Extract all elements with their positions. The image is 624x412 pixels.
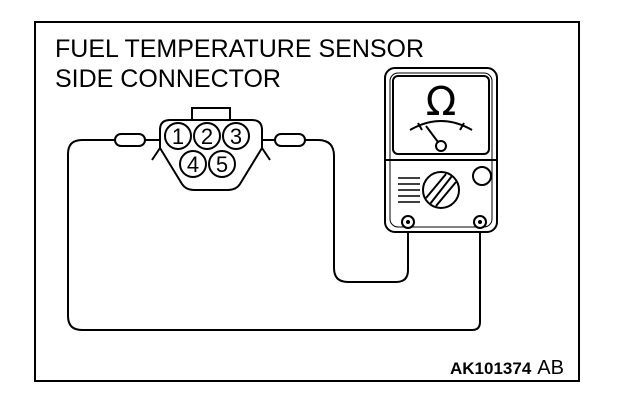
title-line-1: FUEL TEMPERATURE SENSOR	[55, 35, 424, 63]
meter-display	[392, 75, 490, 155]
figure-code-id: AK101374	[450, 359, 532, 378]
meter-needle-icon	[409, 120, 473, 152]
connector-side-tab-right	[261, 147, 271, 161]
range-selector-knob-icon	[422, 171, 460, 209]
adjust-button	[472, 166, 492, 186]
lead-pin3-to-left-terminal	[304, 139, 409, 283]
scale-tick-right	[459, 122, 465, 131]
knob-grip-2	[425, 173, 447, 199]
pin-2-label: 2	[201, 124, 213, 149]
connector-latch	[191, 107, 231, 120]
pin-5-socket	[208, 150, 236, 178]
connector-side-tab-left	[151, 147, 161, 161]
needle-pivot	[435, 140, 447, 152]
pin-5-label: 5	[216, 152, 228, 177]
knob-grip-1	[429, 175, 453, 205]
connector-pins	[164, 122, 250, 178]
title-line-2: SIDE CONNECTOR	[55, 65, 281, 93]
scale-tick-left	[417, 122, 423, 131]
pin-3-label: 3	[230, 124, 242, 149]
pin-2-socket	[193, 122, 221, 150]
figure-code: AK101374 AB	[450, 357, 564, 379]
lead-pin1-to-right-terminal	[67, 139, 481, 331]
figure-code-suffix: AB	[537, 357, 564, 379]
right-probe	[274, 133, 306, 147]
terminal-right-core	[478, 220, 482, 224]
terminal-left-core	[406, 220, 410, 224]
pin-4-label: 4	[187, 152, 199, 177]
meter-body-inner	[389, 72, 493, 228]
pin-4-socket	[179, 150, 207, 178]
test-leads	[67, 139, 481, 331]
ohmmeter: Ω	[384, 67, 498, 233]
range-scale-lines	[398, 177, 420, 203]
knob-grip-3	[435, 181, 457, 207]
meter-scale-arc	[409, 120, 473, 131]
pin-1-socket	[164, 122, 192, 150]
left-probe	[114, 133, 146, 147]
pin-1-label: 1	[172, 124, 184, 149]
pin-3-socket	[222, 122, 250, 150]
ohm-symbol-icon: Ω	[426, 79, 457, 125]
